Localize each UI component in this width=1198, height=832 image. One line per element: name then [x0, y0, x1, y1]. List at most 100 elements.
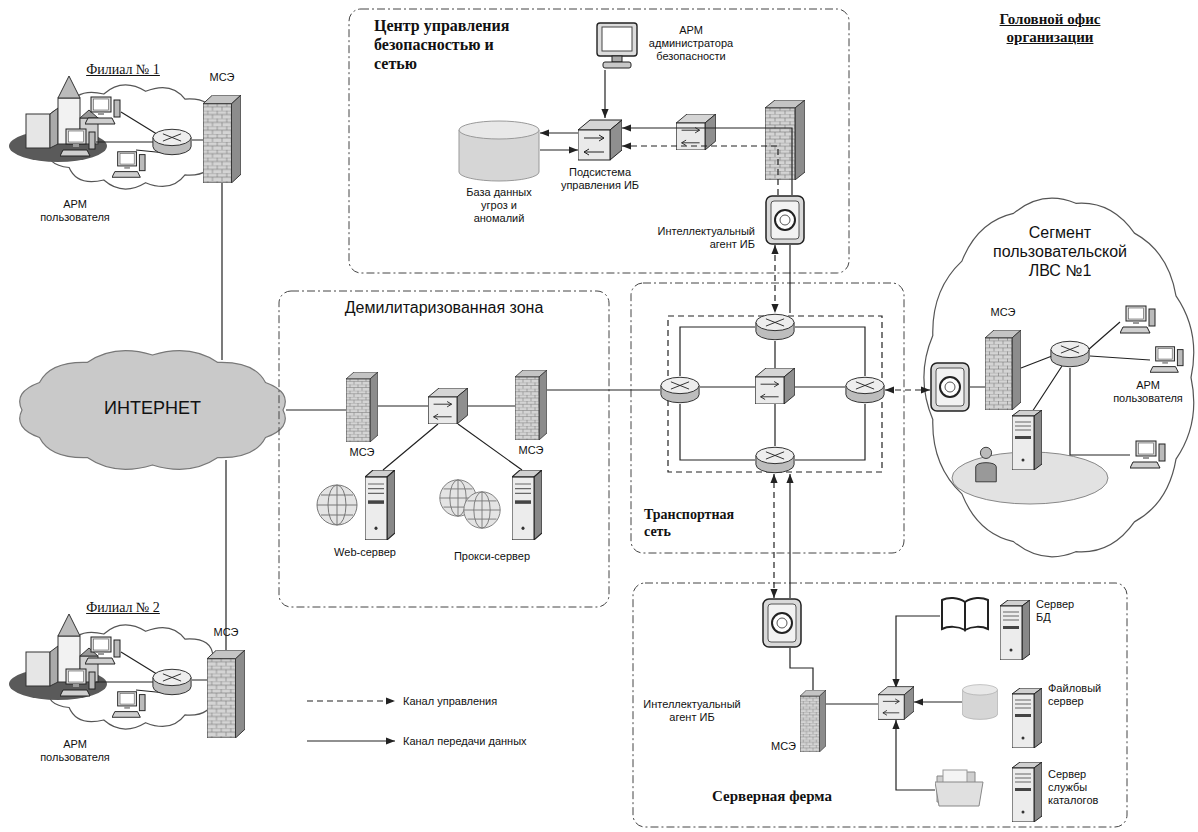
node-label: МСЭ [342, 446, 382, 459]
branch-region: Филиал № 1МСЭАРМ пользователя [8, 62, 253, 230]
device-icon [512, 470, 542, 540]
data-channel [286, 409, 346, 410]
device-icon [515, 370, 547, 440]
device-icon [1000, 600, 1030, 660]
farm-wire [896, 616, 940, 688]
branch-lan-device [60, 669, 95, 696]
node-label: Транспортная сеть [644, 507, 754, 541]
node-label: Файловый сервер [1048, 682, 1112, 708]
farm-wire [896, 720, 935, 790]
node-label: Сервер БД [1036, 598, 1082, 624]
farm-device [962, 685, 997, 720]
node-label: Сегмент пользовательской ЛВС №1 [975, 223, 1145, 281]
web-server: Web-сервер [365, 470, 395, 540]
zone-border [279, 291, 609, 607]
lan-device [976, 447, 997, 482]
node-label: ИНТЕРНЕТ [15, 398, 290, 420]
device-icon [1012, 762, 1042, 822]
dmz-device [317, 485, 357, 525]
node-label: Интеллектуальный агент ИБ [643, 225, 755, 251]
device-icon [112, 690, 146, 720]
device-icon [595, 22, 639, 70]
branch-lan-wire [96, 112, 207, 693]
cloud-outline [41, 85, 226, 189]
node-label: Сервер службы каталогов [1048, 768, 1112, 808]
data-channel [789, 245, 790, 313]
device-icon [207, 650, 245, 738]
cloud-outline [41, 625, 226, 729]
firewall: МСЭ [985, 330, 1021, 410]
diagram-title: Головной офис организации [985, 10, 1115, 46]
node-label: МСЭ [760, 740, 796, 753]
device-icon [365, 470, 395, 540]
farm-wire [826, 703, 878, 704]
farm-device [878, 598, 998, 806]
control-center-device [676, 114, 716, 150]
zone-border [633, 583, 1127, 827]
farm-device [935, 770, 983, 806]
device-icon [800, 690, 826, 752]
dmz-wire [378, 406, 522, 470]
lan-device [1120, 306, 1155, 333]
lan-device [1130, 441, 1165, 468]
control-channel [774, 245, 775, 313]
dmz-device [317, 388, 500, 528]
device-icon [578, 120, 622, 160]
legend: Канал управленияКанал передачи данных [305, 688, 527, 768]
threat-database: База данных угроз и аномалий [458, 120, 540, 182]
security-agent: Интеллектуальный агент ИБ [765, 195, 805, 245]
lan-device [931, 306, 1165, 482]
device-icon [1012, 688, 1042, 748]
device-icon [112, 150, 146, 180]
node-label: Интеллектуальный агент ИБ [637, 698, 747, 724]
device-icon [800, 690, 826, 752]
device-icon [515, 370, 547, 440]
cloud-outline [924, 198, 1194, 557]
device-icon [512, 470, 542, 540]
data-channel [540, 132, 578, 133]
transport-device [661, 377, 699, 402]
node-label: АРМ администратора безопасности [645, 24, 737, 64]
node-label: Филиал № 1 [78, 62, 168, 79]
transport-ring [680, 327, 865, 460]
database-server: Сервер БД [1000, 600, 1030, 660]
device-icon [207, 650, 245, 738]
control-center-zone: Центр управления безопасностью и сетьюАР… [348, 8, 850, 274]
directory-server: Сервер службы каталогов [1012, 762, 1042, 822]
zone-border [631, 283, 904, 553]
dmz-zone: Демилитаризованная зонаМСЭМСЭWeb-серверП… [278, 290, 610, 608]
transport-zone: Транспортная сеть [630, 282, 905, 554]
control-center-device [676, 100, 805, 180]
device-icon [766, 196, 804, 244]
device-icon [985, 330, 1021, 410]
lan-wire [970, 322, 1150, 455]
branch-lan-wire [96, 112, 203, 153]
branch-lan-wire [96, 652, 207, 693]
device-icon [762, 598, 802, 648]
device-icon [1150, 347, 1183, 373]
device-icon [985, 330, 1021, 410]
farm-wire [826, 616, 962, 790]
node-label: Демилитаризованная зона [344, 298, 544, 317]
data-channel [540, 149, 578, 150]
legend-label: Канал управления [403, 695, 497, 707]
device-icon [112, 692, 145, 718]
firewall: МСЭ [203, 95, 241, 183]
node-label: МСЭ [983, 306, 1023, 319]
transport-device [756, 447, 794, 472]
firewall: МСЭ [515, 370, 547, 440]
node-label: МСЭ [206, 626, 246, 639]
transport-device [661, 314, 884, 472]
device-icon [1000, 600, 1030, 660]
zone-border [278, 290, 610, 608]
farm-device [878, 687, 914, 720]
branch-lan-device [85, 97, 120, 124]
device-icon [458, 120, 540, 182]
data-channel [604, 70, 605, 118]
transport-device [756, 314, 794, 339]
server-farm-zone: Серверная фермаИнтеллектуальный агент ИБ… [632, 582, 1128, 828]
device-icon [1012, 688, 1042, 748]
legend-label: Канал передачи данных [403, 735, 527, 747]
node-label: МСЭ [202, 71, 242, 84]
